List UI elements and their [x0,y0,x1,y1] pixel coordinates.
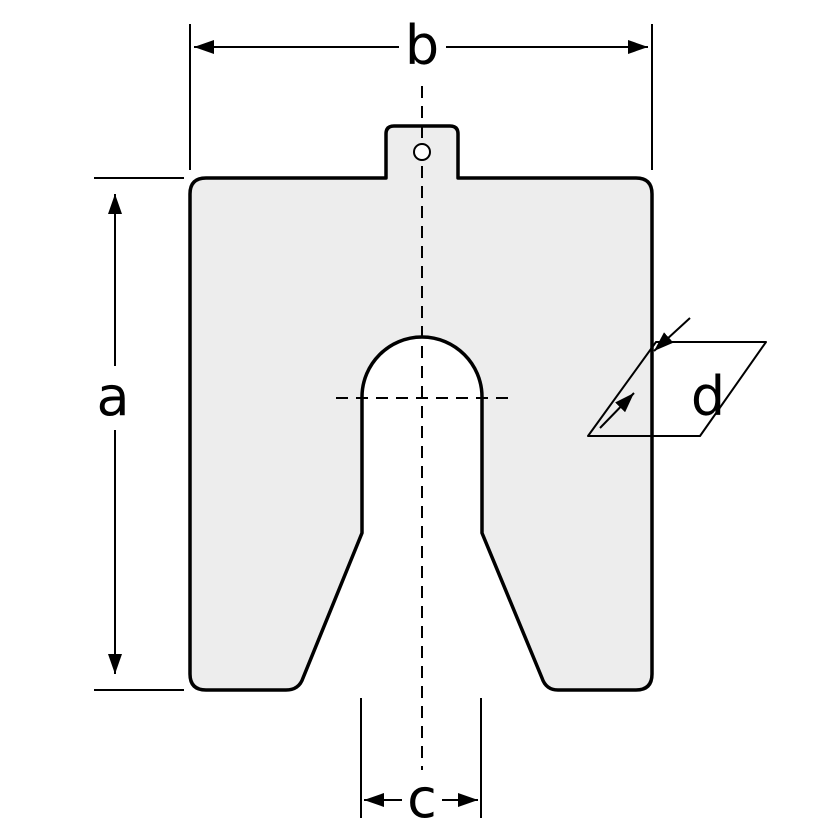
dimension-b-label: b [405,14,439,77]
dimension-a [94,177,184,691]
dimension-c [360,698,482,818]
tab-hole [413,143,431,161]
dimension-d [587,317,767,437]
dimension-a-label: a [96,365,129,428]
dimension-c-label: c [407,767,437,830]
shim-plate-outline [188,124,654,692]
diagram-linework [94,24,767,818]
thickness-parallelogram [587,341,767,437]
dimension-b [189,24,653,170]
dimension-d-arrow-upper [653,317,691,352]
dimension-d-label: d [691,365,725,428]
dimension-d-arrow-lower [599,392,635,429]
